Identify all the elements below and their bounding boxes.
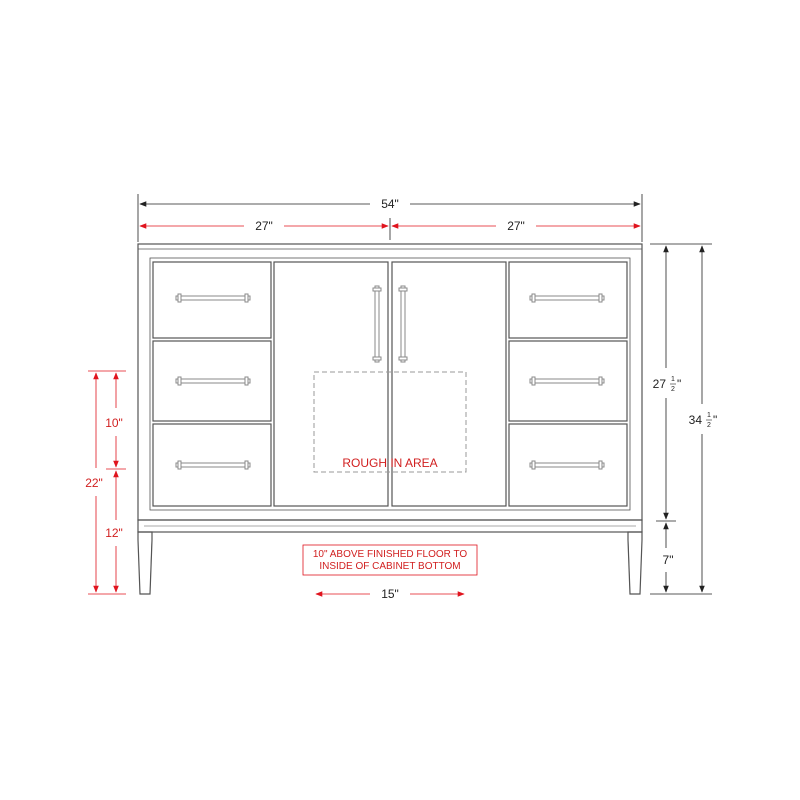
total-height-whole: 34 — [689, 413, 703, 427]
rough-in-area-label: ROUGH IN AREA — [342, 456, 437, 470]
total-height-den: 2 — [707, 422, 711, 429]
pull-right-bottom — [529, 460, 605, 470]
pull-left-bottom — [175, 460, 251, 470]
right-half-width-label: 27" — [507, 219, 525, 233]
pull-door-left — [372, 285, 382, 363]
total-height-inch: " — [713, 413, 717, 427]
drawer-pulls — [175, 293, 605, 470]
left-half-width-label: 27" — [255, 219, 273, 233]
door-left[interactable] — [273, 261, 389, 507]
floor-note-line1: 10" ABOVE FINISHED FLOOR TO — [313, 549, 468, 560]
cabinet-height-inch: " — [677, 377, 681, 391]
pull-right-top — [529, 293, 605, 303]
leg-left — [137, 531, 153, 595]
door-pulls — [372, 285, 408, 363]
rough-in-top-label: 22" — [85, 476, 103, 490]
dim-right-heights — [650, 243, 712, 595]
pull-left-middle — [175, 376, 251, 386]
rough-in-height-label: 10" — [105, 416, 123, 430]
dim-left-rough-in — [88, 370, 126, 595]
door-right[interactable] — [391, 261, 507, 507]
dim-half-widths — [139, 218, 641, 240]
rough-in-area-box — [313, 371, 467, 473]
total-height-num: 1 — [707, 412, 711, 419]
pull-door-right — [398, 285, 408, 363]
cabinet-height-num: 1 — [671, 376, 675, 383]
drawer-right-top[interactable] — [508, 261, 628, 339]
floor-note-line2: INSIDE OF CABINET BOTTOM — [319, 561, 460, 572]
leg-height-label: 7" — [663, 553, 674, 567]
cabinet-height-den: 2 — [671, 386, 675, 393]
floor-to-bottom-label: 12" — [105, 526, 123, 540]
cabinet-base-rail — [137, 519, 643, 533]
drawer-left-top[interactable] — [152, 261, 272, 339]
overall-width-label: 54" — [381, 197, 399, 211]
dim-overall-width — [137, 194, 643, 242]
drawer-left-bottom[interactable] — [152, 423, 272, 507]
pull-left-top — [175, 293, 251, 303]
floor-note-box — [302, 544, 478, 576]
cabinet-height-whole: 27 — [653, 377, 667, 391]
cabinet-height-label: 27 1 2 " — [653, 376, 682, 393]
pull-right-middle — [529, 376, 605, 386]
drawer-right-bottom[interactable] — [508, 423, 628, 507]
total-height-label: 34 1 2 " — [689, 412, 718, 429]
vanity-cabinet — [137, 243, 643, 595]
drawer-right-middle[interactable] — [508, 340, 628, 422]
drawer-left-middle[interactable] — [152, 340, 272, 422]
leg-right — [627, 531, 643, 595]
rough-in-width-label: 15" — [381, 587, 399, 601]
